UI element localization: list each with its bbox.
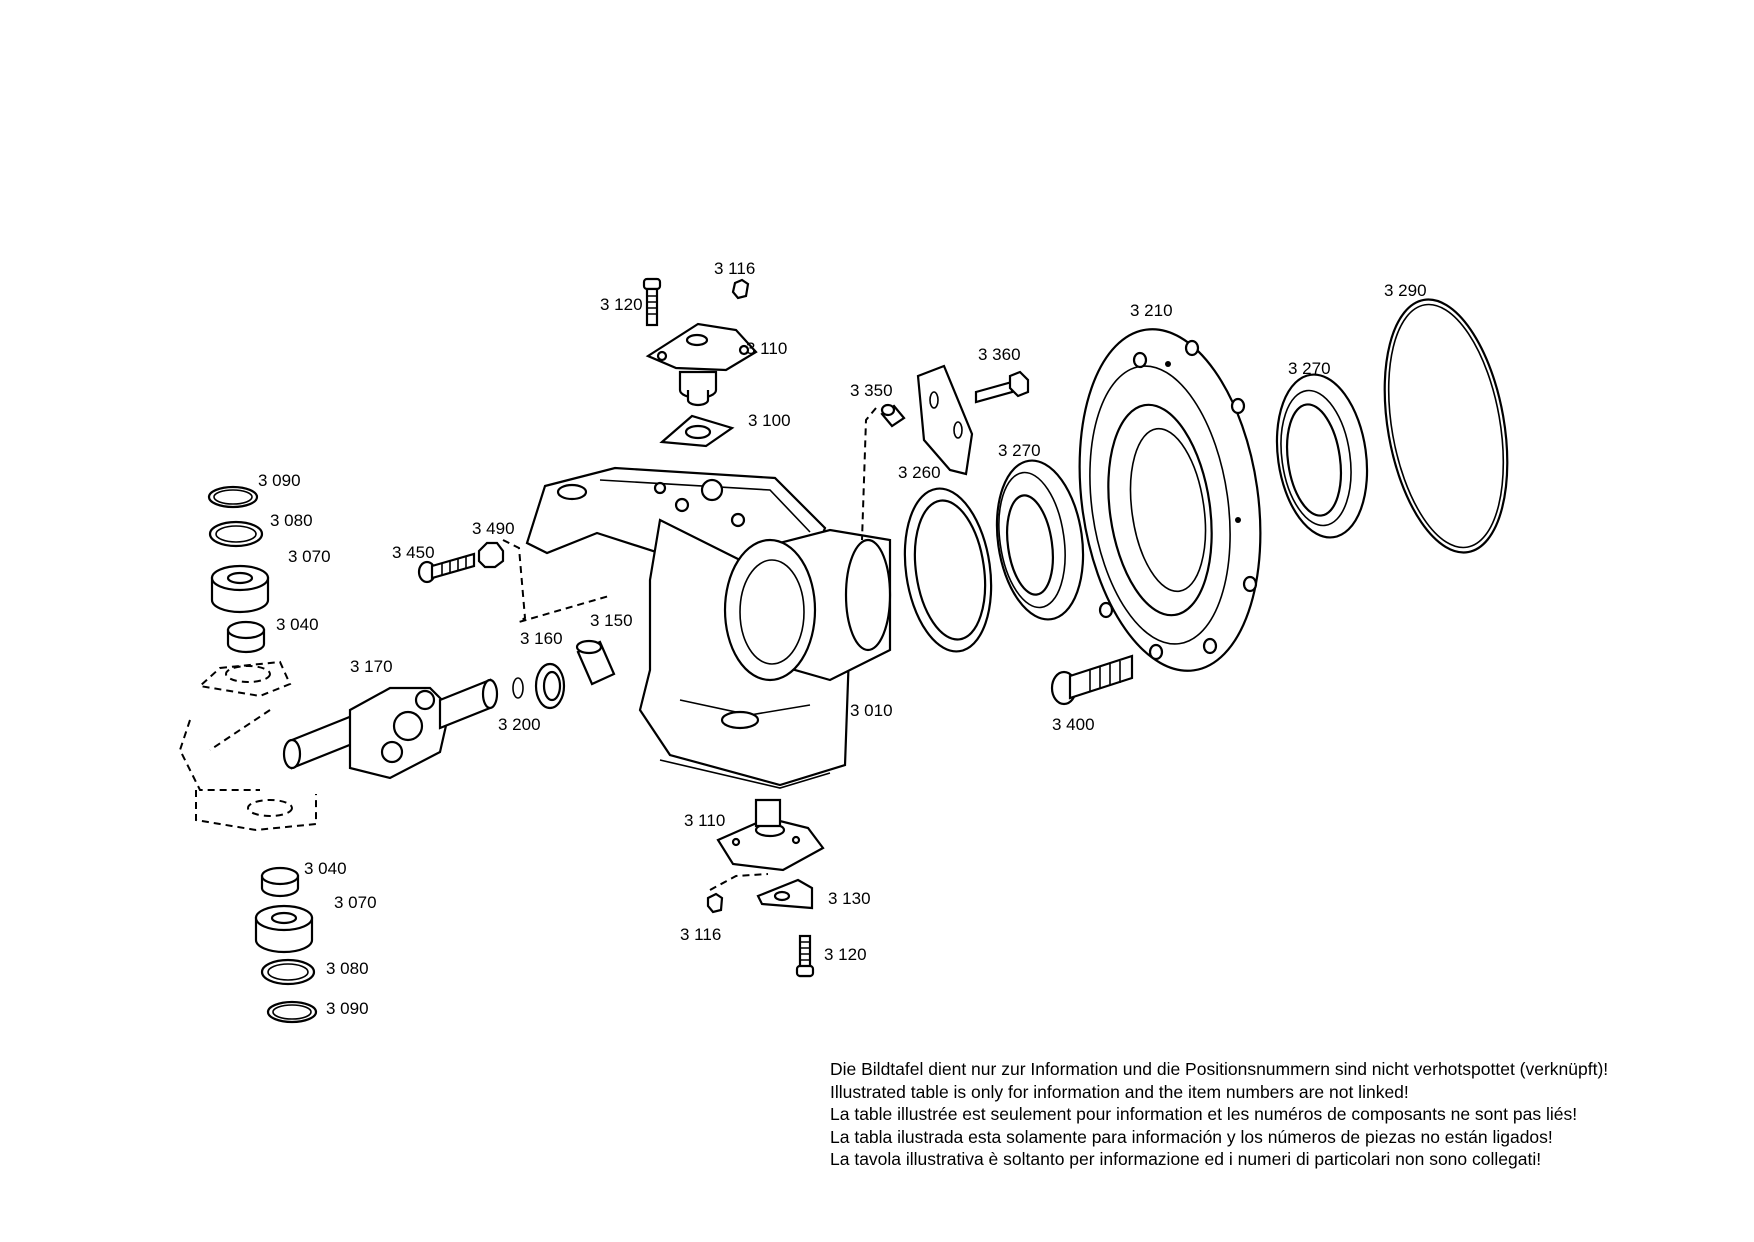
part-3210-hub: [1078, 328, 1262, 672]
label-3090-top: 3 090: [258, 471, 301, 490]
part-3040-bottom: [260, 866, 300, 898]
label-3150: 3 150: [590, 611, 633, 630]
part-3100-gasket: [659, 414, 735, 448]
part-3150-bushing: [575, 639, 616, 686]
label-3200: 3 200: [498, 715, 541, 734]
part-labels: 3 116 3 120 3 110 3 100 3 350 3 360 3 21…: [258, 259, 1427, 1018]
label-3070-bottom: 3 070: [334, 893, 377, 912]
part-3260-seal: [903, 487, 993, 653]
label-3080-top: 3 080: [270, 511, 313, 530]
disclaimer-line-it: La tavola illustrativa è soltanto per in…: [830, 1149, 1542, 1169]
part-3090-bottom: [266, 1000, 318, 1024]
part-3090-top: [207, 485, 259, 509]
leader-3110-bottom: [709, 873, 769, 891]
label-3100: 3 100: [748, 411, 791, 430]
label-3116-top: 3 116: [714, 259, 755, 278]
label-3090-bottom: 3 090: [326, 999, 369, 1018]
part-3490-nut: [477, 541, 505, 569]
label-3490: 3 490: [472, 519, 515, 538]
leader-3490: [502, 539, 610, 623]
part-3290-o-ring: [1383, 298, 1509, 554]
part-3116-bottom: [706, 892, 724, 914]
label-3116-bottom: 3 116: [680, 925, 721, 944]
label-3400: 3 400: [1052, 715, 1095, 734]
label-3080-bottom: 3 080: [326, 959, 369, 978]
part-3400-wheel-stud: [1050, 654, 1134, 706]
part-3116-top: [731, 278, 750, 300]
label-3260: 3 260: [898, 463, 941, 482]
part-3160-seal: [534, 662, 566, 710]
part-3350-sleeve: [880, 403, 906, 428]
label-3110-top: 3 110: [746, 339, 787, 358]
part-3130-plate: [756, 878, 814, 910]
disclaimer-line-es: La tabla ilustrada esta solamente para i…: [830, 1126, 1553, 1147]
label-3290: 3 290: [1384, 281, 1427, 300]
disclaimer-line-fr: La table illustrée est seulement pour in…: [830, 1104, 1578, 1124]
label-3210: 3 210: [1130, 301, 1173, 320]
label-3450: 3 450: [392, 543, 435, 562]
label-3270-mid: 3 270: [998, 441, 1041, 460]
part-3120-top: [642, 277, 662, 327]
disclaimer-text-block: Die Bildtafel dient nur zur Information …: [830, 1058, 1750, 1171]
label-3110-bottom: 3 110: [684, 811, 725, 830]
label-3170: 3 170: [350, 657, 393, 676]
label-3120-bottom: 3 120: [824, 945, 867, 964]
part-3170-universal-joint-shaft: [282, 678, 499, 780]
label-3270-right: 3 270: [1288, 359, 1331, 378]
label-3360: 3 360: [978, 345, 1021, 364]
part-3070-top: [210, 564, 270, 614]
part-3040-top: [226, 620, 266, 654]
label-3040-bottom: 3 040: [304, 859, 347, 878]
disclaimer-line-de: Die Bildtafel dient nur zur Information …: [830, 1059, 1609, 1079]
label-3040-top: 3 040: [276, 615, 319, 634]
disclaimer-line-en: Illustrated table is only for informatio…: [830, 1081, 1409, 1102]
part-3080-top: [208, 520, 264, 548]
part-3120-bottom: [795, 934, 815, 978]
label-3010: 3 010: [850, 701, 893, 720]
label-3070-top: 3 070: [288, 547, 331, 566]
part-3010-steering-knuckle: [525, 466, 892, 789]
part-3110-top: [645, 322, 758, 407]
part-3450-bolt: [417, 552, 476, 584]
part-3270-bearing-mid: [995, 459, 1085, 621]
label-3120-top: 3 120: [600, 295, 643, 314]
part-3200-circlip: [512, 677, 524, 699]
label-3130: 3 130: [828, 889, 871, 908]
label-3350: 3 350: [850, 381, 893, 400]
label-3160: 3 160: [520, 629, 563, 648]
part-3360-bolt-and-tab: [916, 364, 1030, 476]
part-3070-bottom: [254, 904, 314, 954]
axle-arm-outline: [178, 660, 317, 832]
part-3270-bearing-right: [1275, 373, 1369, 539]
part-3110-bottom: [716, 798, 825, 872]
leader-3350: [861, 407, 877, 541]
part-3080-bottom: [260, 958, 316, 986]
